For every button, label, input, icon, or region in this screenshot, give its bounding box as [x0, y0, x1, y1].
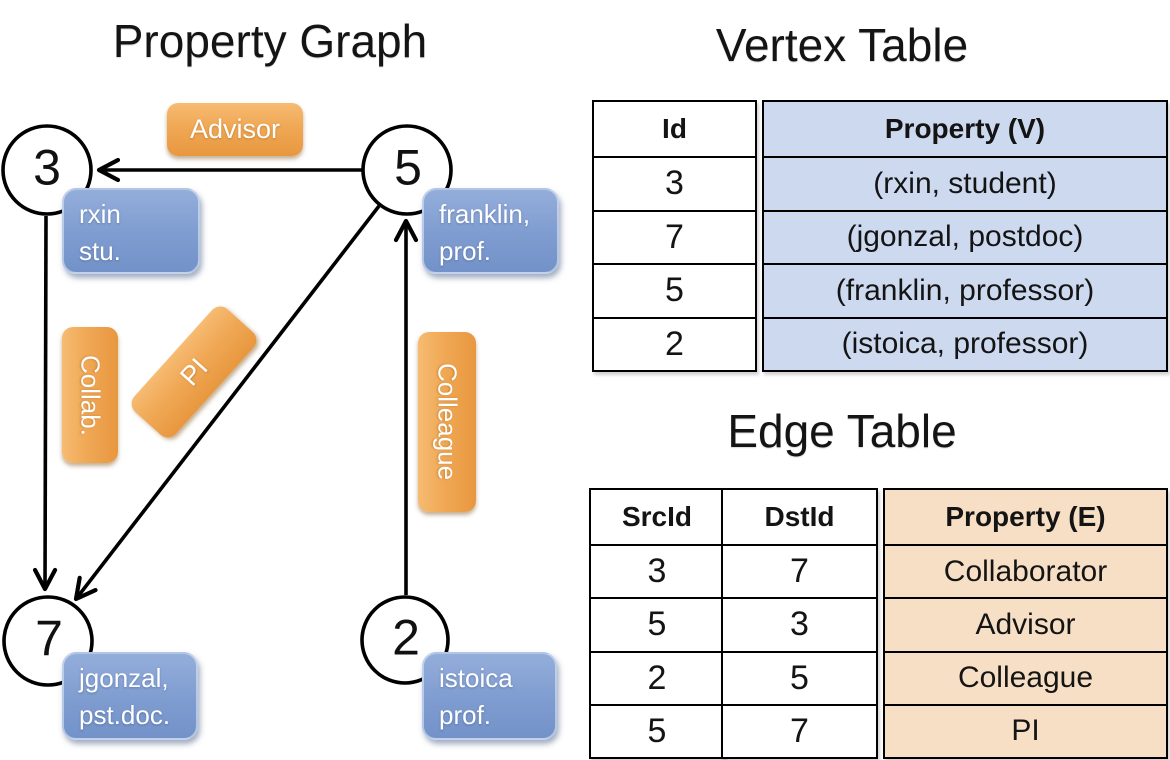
edge-table-property-cell: Collaborator [885, 544, 1166, 598]
edge-table-dstid-cell: 5 [723, 650, 876, 704]
vertex-table-property-cell: (franklin, professor) [764, 263, 1166, 317]
vertex-table-property-cell: (rxin, student) [764, 156, 1166, 210]
vertex-prop-3-line1: rxin [79, 199, 121, 229]
vertex-prop-5-line2: prof. [439, 235, 492, 266]
edge-table-property-header: Property (E) [885, 490, 1166, 544]
vertex-table-title: Vertex Table [715, 19, 969, 71]
node-3-id: 3 [33, 139, 61, 196]
vertex-table-id-cell: 2 [594, 316, 755, 371]
edge-table-property-cell: PI [885, 703, 1166, 757]
vertex-table-property-header: Property (V) [764, 102, 1166, 156]
node-2-id: 2 [392, 609, 420, 666]
edge-table-dstid-cell: 7 [723, 703, 876, 757]
vertex-prop-2: istoica prof. [422, 652, 557, 740]
edge-label-collab: Collab. [62, 327, 118, 463]
edge-3-to-7 [32, 215, 58, 592]
edge-table-property-cell: Colleague [885, 650, 1166, 704]
vertex-table-property-cell: (jgonzal, postdoc) [764, 209, 1166, 263]
edge-table-dstid-cell: 7 [723, 544, 876, 597]
vertex-prop-5: franklin, prof. [422, 188, 559, 274]
vertex-table-property-cell: (istoica, professor) [764, 316, 1166, 370]
vertex-prop-2-line2: prof. [439, 699, 492, 730]
edge-table-dstid-cell: 3 [723, 597, 876, 650]
property-graph-title: Property Graph [112, 15, 428, 67]
edge-table-srcid-header: SrcId [621, 501, 693, 532]
edge-label-advisor: Advisor [167, 103, 303, 156]
vertex-table-id-column: Id 3 7 5 2 [592, 100, 757, 372]
edge-table-srcid-cell: 5 [591, 597, 723, 650]
edge-table-property-column: Property (E) Collaborator Advisor Collea… [883, 488, 1168, 759]
vertex-table-id-cell: 5 [594, 263, 755, 317]
vertex-table-property-column: Property (V) (rxin, student) (jgonzal, p… [762, 100, 1168, 372]
edge-table-srcid-cell: 3 [591, 544, 723, 597]
vertex-prop-3: rxin stu. [62, 188, 200, 274]
edge-table-srcid-column: SrcId 3 5 2 5 [589, 488, 725, 759]
vertex-prop-3-line2: stu. [79, 235, 121, 266]
vertex-prop-5-line1: franklin, [439, 199, 531, 229]
vertex-prop-7: jgonzal, pst.doc. [62, 652, 198, 740]
edge-table-dstid-header: DstId [764, 501, 835, 532]
edge-5-to-7 [73, 204, 381, 602]
edge-label-colleague: Colleague [418, 332, 476, 512]
node-7-id: 7 [35, 610, 63, 667]
vertex-prop-7-line2: pst.doc. [79, 699, 171, 730]
vertex-prop-2-line1: istoica [439, 663, 513, 693]
property-graph-section: Property Graph [0, 14, 540, 68]
node-5-id: 5 [394, 139, 422, 196]
vertex-prop-7-line1: jgonzal, [79, 663, 169, 693]
vertex-table-id-cell: 7 [594, 209, 755, 264]
edge-table-srcid-cell: 5 [591, 703, 723, 757]
vertex-table-id-header: Id [662, 113, 687, 144]
edge-table-dstid-column: DstId 7 3 5 7 [721, 488, 878, 759]
edge-table-title: Edge Table [727, 405, 957, 457]
edge-table-property-cell: Advisor [885, 597, 1166, 651]
vertex-table-id-cell: 3 [594, 156, 755, 210]
edge-table-srcid-cell: 2 [591, 650, 723, 704]
